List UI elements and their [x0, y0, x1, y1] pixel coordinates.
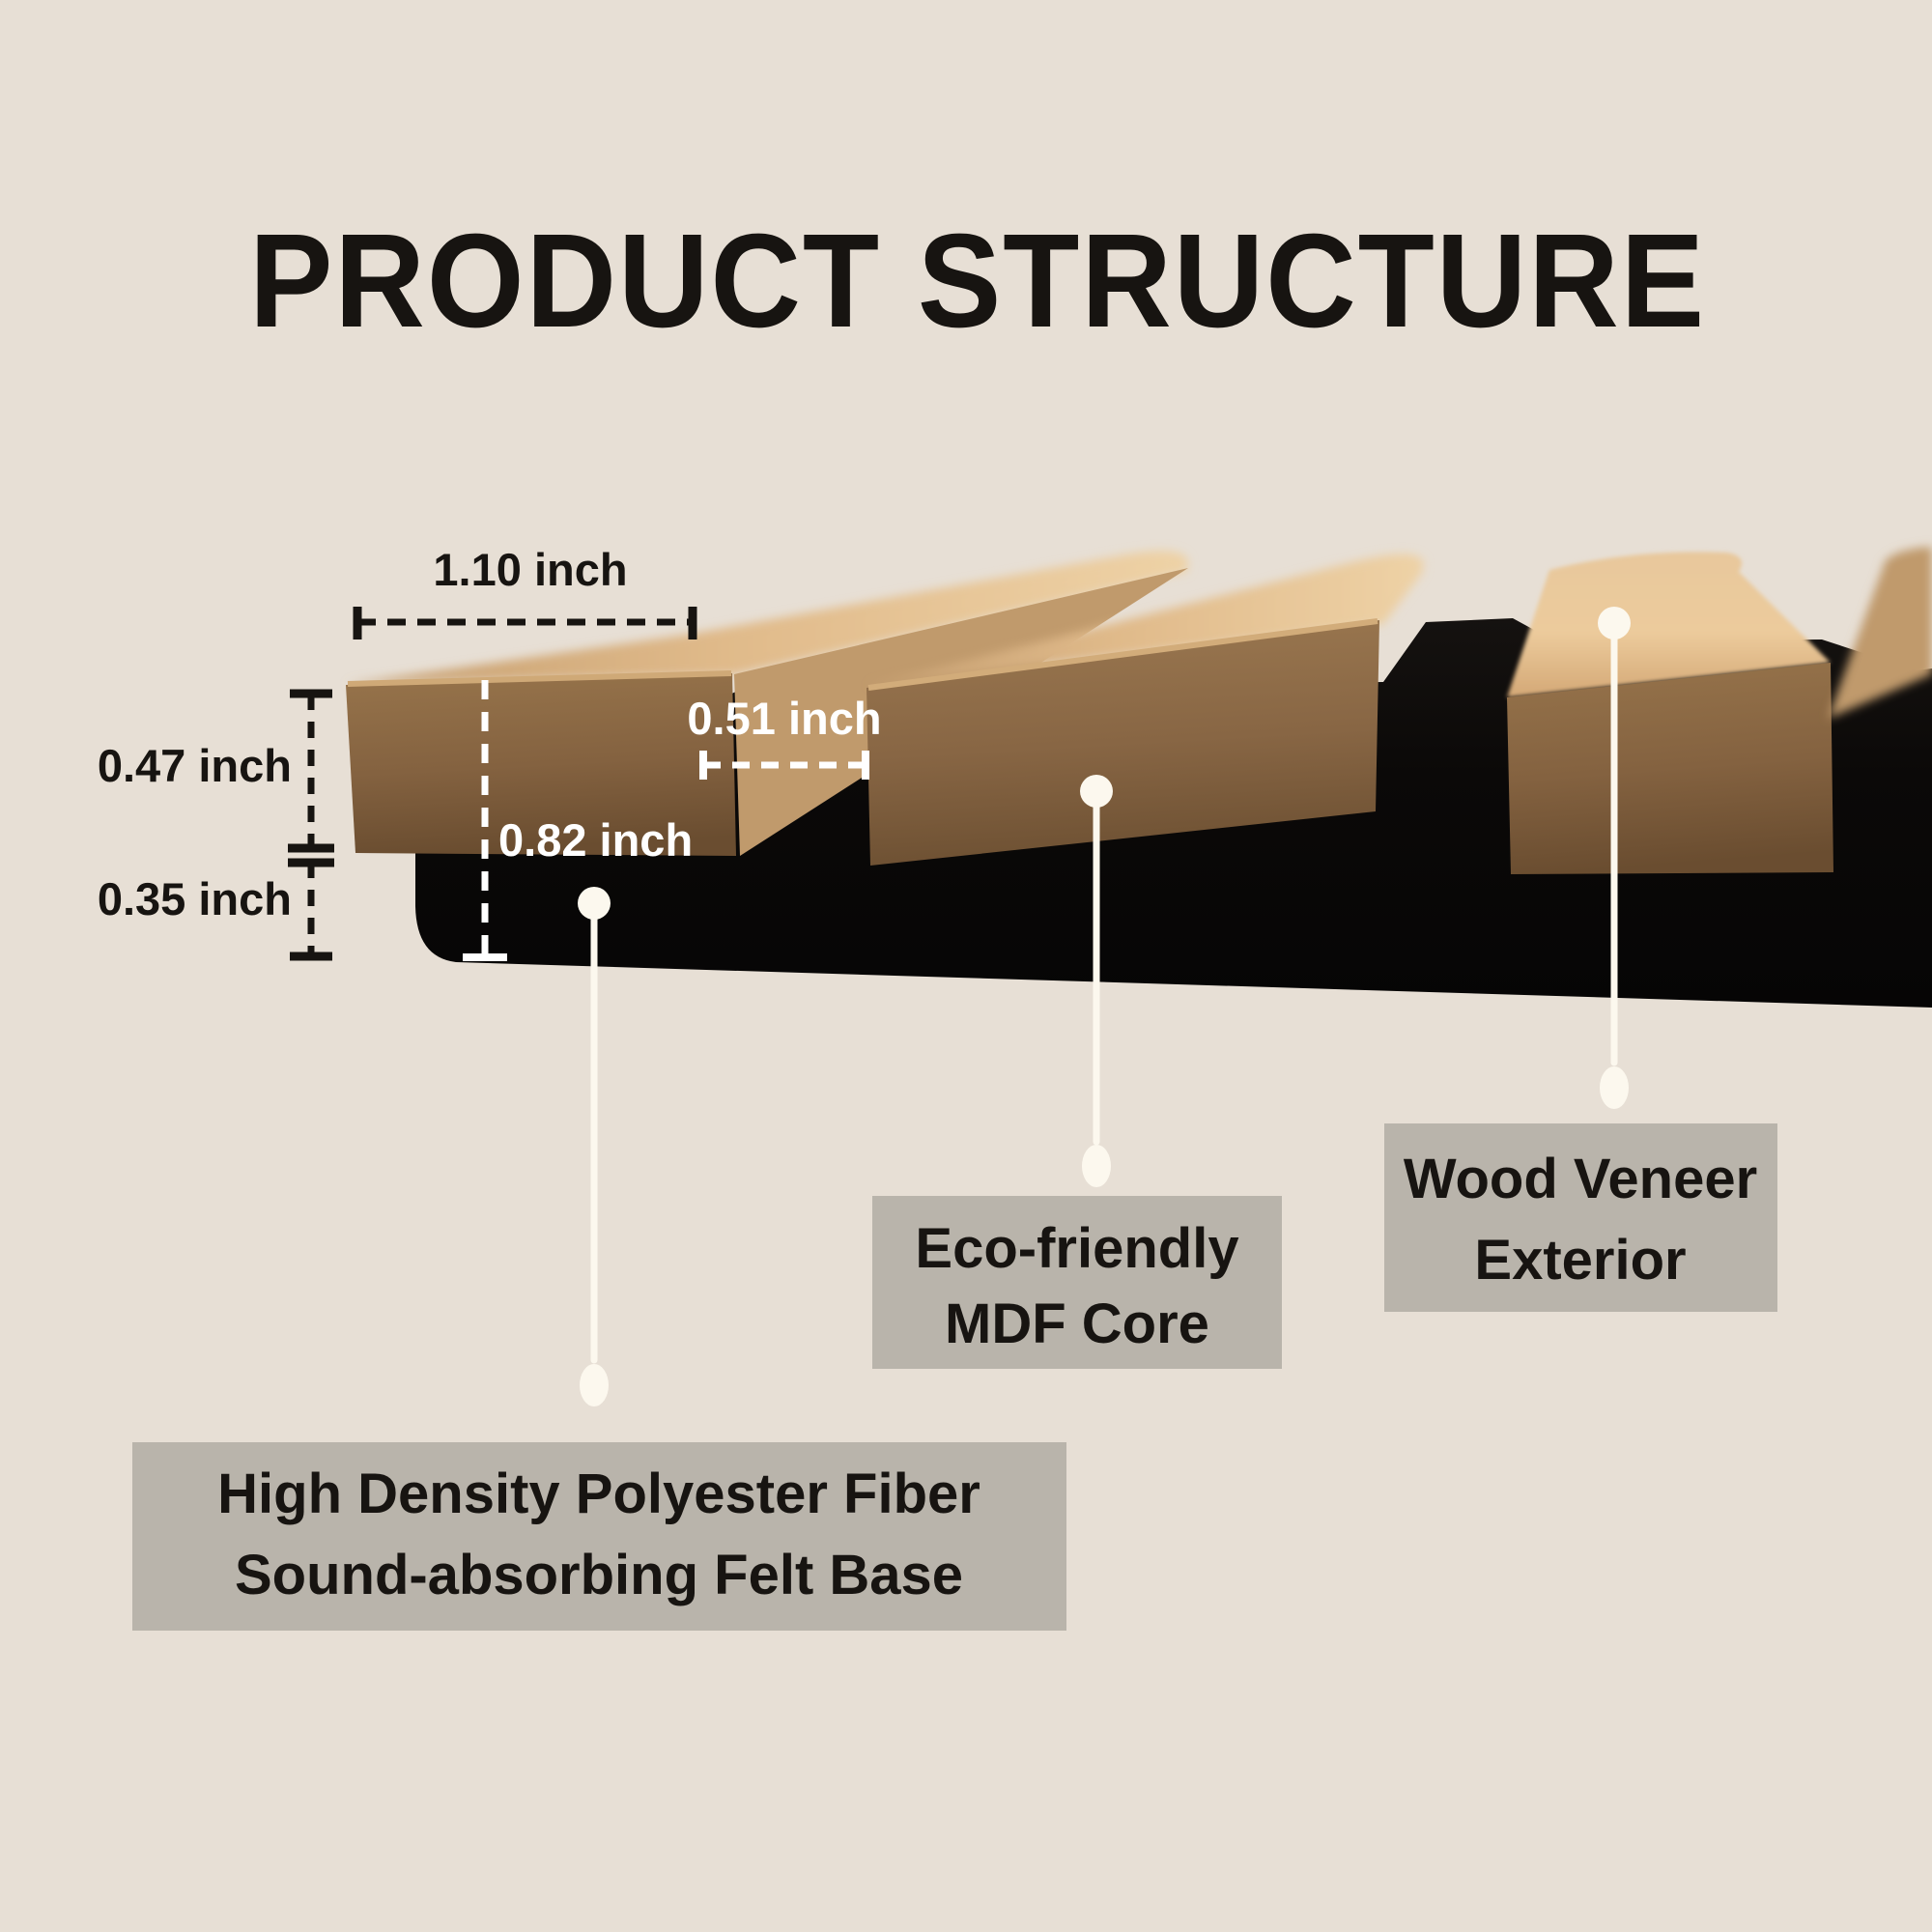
felt-callout: High Density Polyester Fiber Sound-absor…	[132, 887, 1066, 1631]
veneer-callout: Wood Veneer Exterior	[1384, 607, 1777, 1312]
dimension-slat-top-width: 1.10 inch	[353, 544, 697, 639]
dim-felt-thickness-label: 0.35 inch	[98, 873, 292, 924]
slat2-top-edge-highlight	[867, 618, 1378, 691]
mdf-label-box	[872, 1196, 1282, 1369]
slat4-top-face	[1828, 547, 1932, 719]
slat2-top-face	[867, 554, 1424, 686]
dim-total-thickness-label: 0.82 inch	[498, 814, 693, 866]
felt-leader-start-dot	[578, 887, 611, 920]
veneer-label-line2: Exterior	[1474, 1229, 1686, 1292]
felt-label-line2: Sound-absorbing Felt Base	[235, 1544, 963, 1606]
dim-slat-top-width-label: 1.10 inch	[433, 544, 627, 595]
felt-label-line1: High Density Polyester Fiber	[217, 1463, 980, 1525]
veneer-leader-start-dot	[1598, 607, 1631, 639]
mdf-label-line1: Eco-friendly	[915, 1217, 1238, 1280]
dim-slat-thickness-label: 0.47 inch	[98, 740, 292, 791]
page-title: PRODUCT STRUCTURE	[249, 207, 1706, 355]
slat3-end-face	[1507, 663, 1833, 874]
mdf-leader-start-dot	[1080, 775, 1113, 808]
felt-label-box	[132, 1442, 1066, 1631]
dim-slat-gap-label: 0.51 inch	[687, 693, 881, 744]
slat1-top-edge-highlight	[347, 670, 732, 687]
felt-leader-end-dot	[580, 1364, 609, 1406]
veneer-label-box	[1384, 1123, 1777, 1312]
slat1-top-face	[346, 551, 1189, 684]
mdf-callout: Eco-friendly MDF Core	[872, 775, 1282, 1369]
mdf-leader-end-dot	[1082, 1145, 1111, 1187]
slat1-end-face	[346, 673, 736, 856]
dimension-total-thickness: 0.82 inch	[463, 680, 693, 961]
veneer-label-line1: Wood Veneer	[1404, 1148, 1757, 1210]
product-photo	[346, 547, 1932, 1008]
slat3-top-face	[1507, 552, 1831, 697]
veneer-leader-end-dot	[1600, 1066, 1629, 1109]
mdf-label-line2: MDF Core	[945, 1293, 1209, 1355]
dimension-slat-gap: 0.51 inch	[687, 693, 882, 780]
slat2-end-face	[867, 620, 1379, 866]
dimension-thickness-stack: 0.47 inch 0.35 inch	[98, 689, 334, 961]
